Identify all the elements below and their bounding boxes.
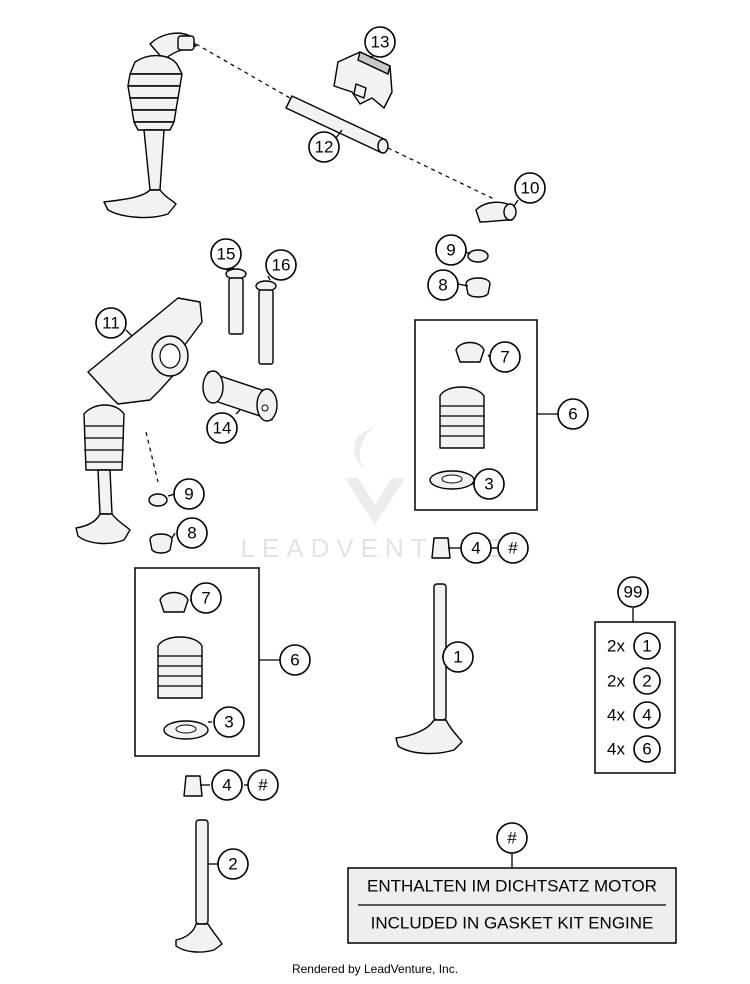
rocker-bracket-13	[333, 51, 393, 109]
svg-text:2: 2	[228, 855, 237, 874]
svg-text:99: 99	[624, 583, 643, 602]
svg-text:8: 8	[187, 524, 196, 543]
svg-text:11: 11	[102, 314, 120, 333]
kit-99-qty: 2x	[607, 637, 625, 656]
callout-11: 11	[95, 307, 127, 339]
svg-text:16: 16	[272, 256, 291, 275]
callout-13: 13	[364, 26, 396, 58]
svg-text:9: 9	[184, 485, 193, 504]
callout-hash-left: #	[247, 769, 279, 801]
kit-99-part: 2	[642, 672, 651, 691]
callout-3-left: 3	[213, 706, 245, 738]
roller-pin-14	[202, 370, 278, 422]
callout-2: 2	[217, 848, 249, 880]
svg-text:3: 3	[224, 713, 233, 732]
callout-8-left: 8	[176, 517, 208, 549]
bolts-15-16	[225, 268, 277, 365]
callout-9-left: 9	[173, 478, 205, 510]
callout-14: 14	[206, 412, 238, 444]
legend-line-de: ENTHALTEN IM DICHTSATZ MOTOR	[367, 877, 657, 896]
svg-text:1: 1	[453, 648, 462, 667]
valve-2	[175, 819, 223, 953]
svg-text:7: 7	[500, 348, 509, 367]
callout-6-right: 6	[557, 398, 589, 430]
callout-99: 99	[617, 576, 649, 608]
kit-99-row: 2x 2	[607, 667, 661, 695]
svg-text:14: 14	[213, 419, 232, 438]
callout-7-right: 7	[489, 341, 521, 373]
left-valve-assembly	[75, 404, 173, 554]
callout-9-right: 9	[435, 234, 467, 266]
svg-text:6: 6	[568, 405, 577, 424]
callout-16: 16	[265, 249, 297, 281]
kit-99-row: 4x 4	[607, 701, 661, 729]
callout-4-left: 4	[211, 769, 243, 801]
legend-line-en: INCLUDED IN GASKET KIT ENGINE	[371, 914, 654, 933]
kit-99-part: 4	[642, 706, 651, 725]
callout-hash-legend: #	[496, 822, 528, 854]
svg-text:15: 15	[217, 245, 236, 264]
callout-7-left: 7	[190, 582, 222, 614]
upper-valve-assembly	[103, 32, 291, 219]
svg-text:9: 9	[446, 241, 455, 260]
svg-text:#: #	[508, 539, 518, 558]
callout-10: 10	[514, 172, 546, 204]
callout-4-right: 4	[460, 532, 492, 564]
callout-12: 12	[308, 131, 340, 163]
spring-kit-box-right	[414, 319, 538, 511]
kit-99-row: 2x 1	[607, 632, 661, 660]
svg-text:#: #	[258, 776, 268, 795]
callout-8-right: 8	[427, 269, 459, 301]
svg-text:7: 7	[201, 589, 210, 608]
spring-kit-parts-left	[157, 591, 209, 740]
kit-99-row: 4x 6	[607, 735, 661, 763]
callout-6-left: 6	[279, 644, 311, 676]
spring-kit-parts-right	[429, 341, 485, 490]
callout-hash-right: #	[497, 532, 529, 564]
kit-99-qty: 4x	[607, 740, 625, 759]
svg-text:13: 13	[371, 33, 390, 52]
svg-text:12: 12	[315, 138, 334, 157]
svg-text:10: 10	[521, 179, 540, 198]
kit-99-rows: 2x 1 2x 2 4x 4 4x 6	[607, 632, 661, 763]
svg-text:6: 6	[290, 651, 299, 670]
rocker-arm-10	[475, 201, 517, 223]
rocker-shaft	[285, 95, 497, 201]
svg-text:#: #	[507, 829, 517, 848]
svg-text:4: 4	[471, 539, 480, 558]
footer-credit: Rendered by LeadVenture, Inc.	[291, 962, 459, 976]
valve-seal-left	[183, 775, 203, 797]
spring-kit-box-left	[134, 567, 260, 757]
callout-1: 1	[442, 641, 474, 673]
callout-3-right: 3	[473, 468, 505, 500]
kit-99-qty: 2x	[607, 672, 625, 691]
valve-seal-right	[431, 537, 451, 559]
callout-15: 15	[210, 238, 242, 270]
kit-99-part: 6	[642, 740, 651, 759]
valve-shim-and-keeper-right	[465, 249, 491, 298]
svg-text:8: 8	[438, 276, 447, 295]
leader-lines	[125, 51, 634, 868]
kit-99-qty: 4x	[607, 706, 625, 725]
svg-text:4: 4	[222, 776, 231, 795]
kit-99-box	[594, 621, 676, 774]
kit-99-part: 1	[642, 637, 651, 656]
svg-text:3: 3	[484, 475, 493, 494]
rocker-arm-11	[87, 297, 203, 405]
